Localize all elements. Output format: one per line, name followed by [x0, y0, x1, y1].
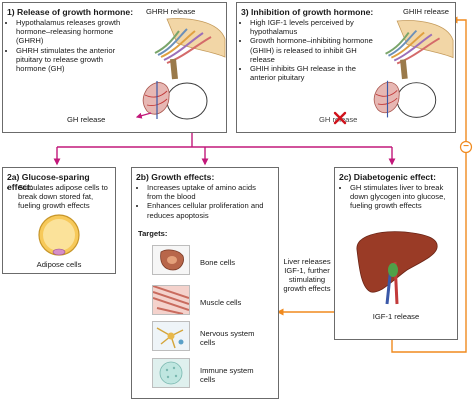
panel-glucose-sparing: 2a) Glucose-sparing effect: Stimulates a… [2, 167, 116, 274]
muscle-cell-image [152, 285, 190, 315]
gh-release-label: GH release [67, 115, 106, 124]
panel-release-gh: 1) Release of growth hormone: Hypothalam… [2, 2, 227, 133]
immune-cell-image [152, 358, 190, 388]
adipose-cells-label: Adipose cells [36, 260, 82, 269]
bullet-list: Hypothalamus releases growth hormone–rel… [7, 18, 134, 73]
targets-heading: Targets: [138, 229, 168, 238]
panel-title: 2a) Glucose-sparing effect: [7, 172, 90, 192]
minus-sign: − [463, 141, 469, 152]
minus-circle [459, 140, 473, 154]
liver-icon [356, 231, 438, 305]
bullet-list: High IGF-1 levels perceived by hypothala… [241, 18, 376, 82]
panel-title: 2c) Diabetogenic effect: [339, 172, 436, 182]
panel-title: 1) Release of growth hormone: [7, 7, 134, 17]
panel-title: 3) Inhibition of growth hormone: [241, 7, 374, 17]
hypothalamus-pituitary-illustration [135, 18, 226, 120]
bullet: High IGF-1 levels perceived by hypothala… [250, 18, 376, 36]
bullet: Enhances cellular proliferation and redu… [147, 201, 265, 219]
target-label: Bone cells [200, 258, 236, 267]
ghih-release-label: GHIH release [403, 7, 450, 16]
bullet-list: Stimulates adipose cells to break down s… [9, 183, 112, 211]
bullet: GHIH inhibits GH release in the anterior… [250, 64, 376, 82]
inhibited-release-x-icon [333, 111, 347, 125]
bullet-list: Increases uptake of amino acids from the… [138, 183, 265, 220]
igf1-arrow [276, 16, 467, 353]
hypothalamus-pituitary-illustration [373, 20, 454, 118]
bullet: GHRH stimulates the anterior pituitary t… [16, 46, 134, 74]
igf1-release-label: IGF-1 release [372, 312, 420, 321]
bullet: Increases uptake of amino acids from the… [147, 183, 265, 201]
bullet-list: GH stimulates liver to break down glycog… [341, 183, 460, 211]
adipose-cell-icon [38, 214, 80, 256]
panel-inhibition-gh: 3) Inhibition of growth hormone: High IG… [236, 2, 456, 133]
nervous-cell-image [152, 321, 190, 351]
gh-distribution-arrow [53, 133, 396, 166]
target-label: Nervous system cells [200, 329, 255, 347]
target-label: Muscle cells [200, 298, 242, 307]
bone-cell-image [152, 245, 190, 275]
bullet: GH stimulates liver to break down glycog… [350, 183, 460, 211]
panel-title: 2b) Growth effects: [136, 172, 215, 182]
target-label: Immune system cells [200, 366, 254, 384]
bullet: Growth hormone–inhibiting hormone (GHIH)… [250, 36, 376, 64]
panel-growth-effects: 2b) Growth effects: Increases uptake of … [131, 167, 279, 399]
bullet: Stimulates adipose cells to break down s… [18, 183, 112, 211]
bullet: Hypothalamus releases growth hormone–rel… [16, 18, 134, 46]
panel-diabetogenic: 2c) Diabetogenic effect: GH stimulates l… [334, 167, 458, 340]
ghrh-release-label: GHRH release [146, 7, 196, 16]
liver-releases-igf1-note: Liver releases IGF-1, further stimulatin… [283, 257, 331, 293]
